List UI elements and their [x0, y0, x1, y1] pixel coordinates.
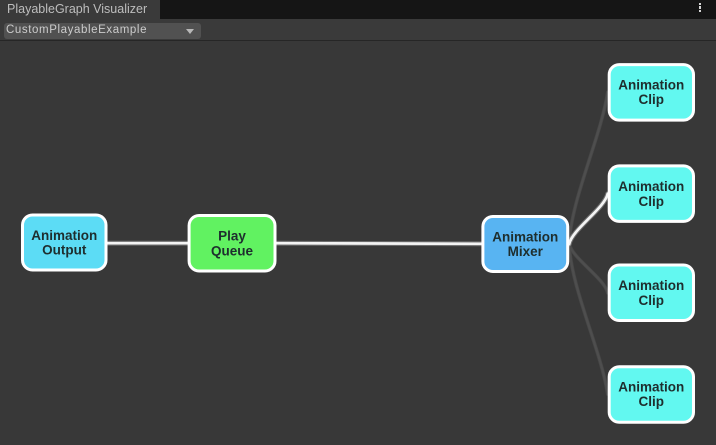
svg-text:Animation: Animation: [618, 179, 684, 194]
svg-text:Animation: Animation: [618, 278, 684, 293]
svg-text:Animation: Animation: [31, 228, 97, 243]
svg-text:Output: Output: [42, 243, 87, 258]
svg-text:Clip: Clip: [639, 394, 665, 409]
svg-text:Mixer: Mixer: [508, 244, 544, 259]
svg-text:Play: Play: [218, 229, 246, 244]
svg-text:Queue: Queue: [211, 243, 254, 258]
svg-text:Animation: Animation: [618, 380, 684, 395]
svg-text:Animation: Animation: [618, 78, 684, 93]
svg-text:Animation: Animation: [492, 229, 558, 244]
svg-text:Clip: Clip: [639, 293, 665, 308]
svg-text:Clip: Clip: [639, 92, 665, 107]
svg-text:Clip: Clip: [639, 194, 665, 209]
